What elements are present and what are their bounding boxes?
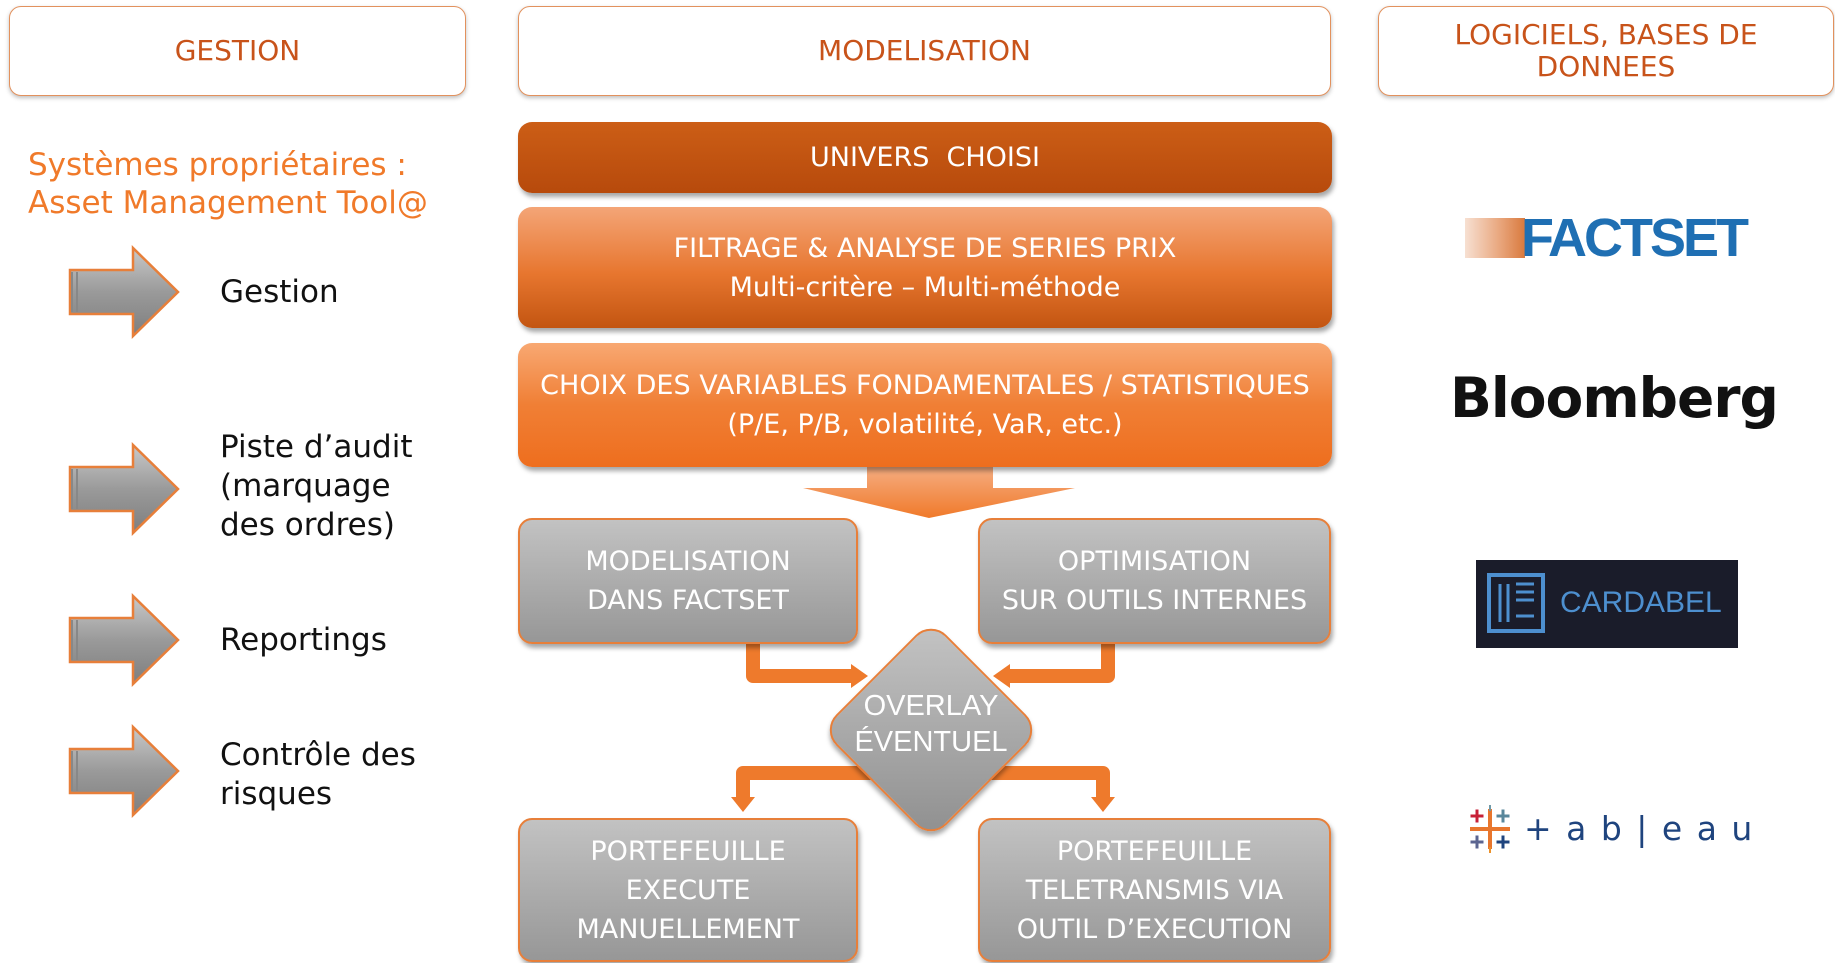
- gestion-item-text: Contrôle des: [220, 737, 416, 773]
- gestion-item-text: des ordres): [220, 507, 395, 543]
- factset-logo-text: FACTSET: [1521, 208, 1749, 268]
- filtrage-line1: FILTRAGE & ANALYSE DE SERIES PRIX: [673, 232, 1177, 264]
- portefeuille2-line3: OUTIL D’EXECUTION: [1016, 913, 1293, 945]
- tableau-logo-text: + a b | e a u: [1524, 809, 1755, 848]
- overlay-label: OVERLAY ÉVENTUEL: [831, 688, 1031, 760]
- gestion-item-text: Piste d’audit: [220, 429, 413, 465]
- header-gestion: GESTION: [9, 6, 466, 96]
- portefeuille1-line1: PORTEFEUILLE: [590, 835, 786, 867]
- portefeuille1-line3: MANUELLEMENT: [576, 913, 800, 945]
- arrow-icon-gestion: [68, 245, 180, 339]
- choix-box: CHOIX DES VARIABLES FONDAMENTALES / STAT…: [518, 343, 1332, 467]
- portefeuille-execute-box: PORTEFEUILLE EXECUTE MANUELLEMENT: [518, 818, 858, 962]
- down-arrow-icon: [803, 462, 1075, 518]
- univers-box: UNIVERS CHOISI: [518, 122, 1332, 193]
- optimisation-line1: OPTIMISATION: [1057, 546, 1252, 577]
- header-modelisation: MODELISATION: [518, 6, 1331, 96]
- connector-left-to-overlay: [746, 635, 855, 683]
- univers-label: UNIVERS CHOISI: [810, 142, 1040, 173]
- modelisation-box-line1: MODELISATION: [585, 546, 791, 577]
- bloomberg-logo: Bloomberg: [1450, 366, 1779, 430]
- choix-line2: (P/E, P/B, volatilité, VaR, etc.): [727, 409, 1123, 440]
- connector-overlay-to-bottom-left: [736, 766, 880, 800]
- connector-right-to-overlay: [1006, 635, 1115, 683]
- tableau-logo: + a b | e a u: [1466, 805, 1766, 855]
- portefeuille2-line1: PORTEFEUILLE: [1056, 835, 1253, 867]
- gestion-item-text: Gestion: [220, 274, 339, 310]
- overlay-line1: OVERLAY: [863, 690, 999, 722]
- optimisation-box: OPTIMISATION SUR OUTILS INTERNES: [978, 518, 1331, 644]
- gestion-item-text: risques: [220, 776, 333, 812]
- header-gestion-label: GESTION: [174, 34, 301, 67]
- factset-logo-mark: [1465, 218, 1525, 258]
- tableau-logo-mark: [1470, 805, 1510, 853]
- gestion-item-text: Reportings: [220, 622, 387, 658]
- modelisation-factset-box: MODELISATION DANS FACTSET: [518, 518, 858, 644]
- arrow-icon-controle: [68, 724, 180, 818]
- portefeuille-teletransmis-box: PORTEFEUILLE TELETRANSMIS VIA OUTIL D’EX…: [978, 818, 1331, 962]
- gestion-item-piste: Piste d’audit (marquage des ordres): [220, 428, 412, 545]
- portefeuille2-line2: TELETRANSMIS VIA: [1025, 874, 1284, 906]
- header-modelisation-label: MODELISATION: [818, 34, 1031, 67]
- systems-title-line2: Asset Management Tool@: [28, 185, 428, 221]
- gestion-item-reportings: Reportings: [220, 621, 387, 660]
- header-logiciels: LOGICIELS, BASES DE DONNEES: [1378, 6, 1834, 96]
- header-logiciels-line2: DONNEES: [1536, 50, 1676, 83]
- filtrage-line2: Multi-critère – Multi-méthode: [729, 271, 1121, 303]
- optimisation-line2: SUR OUTILS INTERNES: [1001, 585, 1308, 616]
- header-logiciels-line1: LOGICIELS, BASES DE: [1454, 18, 1758, 51]
- modelisation-box-line2: DANS FACTSET: [587, 585, 789, 616]
- gestion-item-text: (marquage: [220, 468, 391, 504]
- gestion-item-gestion: Gestion: [220, 273, 339, 312]
- arrow-icon-reportings: [68, 593, 180, 687]
- cardabel-logo-mark: [1487, 573, 1545, 633]
- overlay-line2: ÉVENTUEL: [854, 726, 1008, 758]
- filtrage-box: FILTRAGE & ANALYSE DE SERIES PRIX Multi-…: [518, 207, 1332, 328]
- systems-title-line1: Systèmes propriétaires :: [28, 147, 407, 183]
- cardabel-logo: CARDABEL: [1476, 560, 1738, 648]
- arrow-icon-piste: [68, 442, 180, 536]
- portefeuille1-line2: EXECUTE: [625, 874, 751, 906]
- gestion-item-controle: Contrôle des risques: [220, 736, 416, 814]
- cardabel-logo-text: CARDABEL: [1560, 586, 1722, 619]
- systems-title: Systèmes propriétaires : Asset Managemen…: [28, 146, 428, 222]
- connector-overlay-to-bottom-right: [980, 766, 1110, 800]
- choix-line1: CHOIX DES VARIABLES FONDAMENTALES / STAT…: [540, 370, 1310, 401]
- factset-logo: FACTSET: [1465, 208, 1749, 268]
